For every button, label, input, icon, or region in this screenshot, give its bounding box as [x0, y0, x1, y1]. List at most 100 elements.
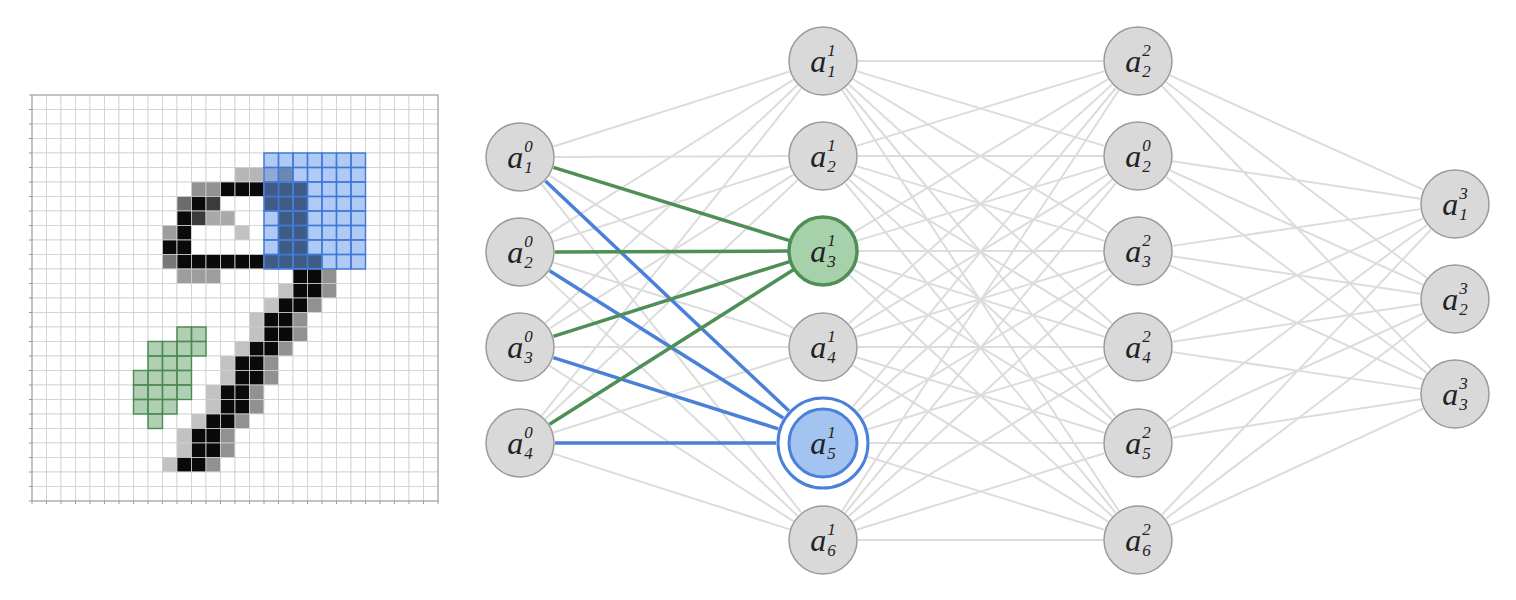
neuron-label: a11: [810, 42, 836, 80]
pixel: [308, 371, 323, 386]
pixel: [47, 371, 62, 386]
index-stack: 22: [1142, 42, 1151, 80]
weight-connection: [845, 183, 1116, 513]
pixel: [424, 313, 439, 328]
pixel: [148, 313, 163, 328]
connection-line: [870, 442, 1103, 444]
highlight-pixel: [279, 255, 294, 270]
pixel: [105, 313, 120, 328]
pixel: [177, 313, 192, 328]
tick: [29, 95, 32, 96]
pixel: [206, 458, 221, 473]
pixel: [293, 429, 308, 444]
tick: [29, 240, 32, 241]
pixel: [351, 356, 366, 371]
pixel: [134, 371, 149, 386]
pixel: [134, 197, 149, 212]
highlight-pixel: [279, 226, 294, 241]
pixel: [47, 327, 62, 342]
index-stack: 03: [524, 328, 533, 366]
pixel: [279, 124, 294, 139]
pixel: [308, 327, 323, 342]
weight-connection: [1162, 86, 1431, 368]
pixel: [221, 298, 236, 313]
pixel: [76, 487, 91, 502]
pixel: [47, 342, 62, 357]
variable-symbol: a: [1125, 524, 1141, 556]
pixel: [409, 487, 424, 502]
highlight-pixel: [264, 211, 279, 226]
pixel: [90, 95, 105, 110]
pixel: [351, 139, 366, 154]
pixel: [351, 327, 366, 342]
pixel: [76, 211, 91, 226]
highlight-pixel: [351, 197, 366, 212]
pixel: [322, 371, 337, 386]
index-stack: 12: [827, 137, 836, 175]
pixel: [293, 168, 308, 183]
pixel: [177, 443, 192, 458]
tick: [336, 501, 337, 504]
pixel: [235, 327, 250, 342]
unit-subscript: 2: [1142, 158, 1151, 175]
pixel: [47, 153, 62, 168]
pixel: [148, 400, 163, 415]
highlight-pixel: [148, 356, 163, 371]
variable-symbol: a: [1442, 378, 1458, 410]
pixel: [337, 182, 352, 197]
pixel: [279, 458, 294, 473]
highlight-pixel: [322, 255, 337, 270]
pixel: [264, 443, 279, 458]
pixel: [337, 168, 352, 183]
layer-superscript: 2: [1142, 424, 1151, 441]
pixel: [148, 240, 163, 255]
pixel: [337, 458, 352, 473]
pixel: [105, 284, 120, 299]
pixel: [47, 255, 62, 270]
pixel: [380, 458, 395, 473]
pixel: [47, 124, 62, 139]
neuron-circle: [789, 506, 857, 574]
pixel: [380, 255, 395, 270]
unit-subscript: 1: [827, 63, 836, 80]
pixel: [308, 342, 323, 357]
pixel: [90, 168, 105, 183]
pixel: [163, 385, 178, 400]
highlight-pixel: [308, 240, 323, 255]
highlight-pixel: [264, 255, 279, 270]
pixel: [337, 298, 352, 313]
pixel: [105, 269, 120, 284]
index-stack: 16: [827, 521, 836, 559]
tick: [351, 501, 352, 504]
weight-connection: [842, 90, 1119, 511]
highlight-pixel: [264, 197, 279, 212]
pixel: [90, 139, 105, 154]
pixel: [293, 255, 308, 270]
pixel: [61, 327, 76, 342]
pixel: [351, 458, 366, 473]
pixel: [76, 356, 91, 371]
pixel: [134, 487, 149, 502]
pixel: [293, 342, 308, 357]
pixel: [221, 313, 236, 328]
pixel: [322, 356, 337, 371]
tick: [29, 153, 32, 154]
pixel: [337, 472, 352, 487]
pixel: [221, 153, 236, 168]
pixel: [395, 371, 410, 386]
neuron-circle: [1104, 506, 1172, 574]
pixel: [279, 487, 294, 502]
unit-subscript: 2: [1459, 301, 1468, 318]
pixel: [192, 313, 207, 328]
pixel: [163, 269, 178, 284]
pixel: [61, 414, 76, 429]
pixel: [366, 240, 381, 255]
pixel: [177, 255, 192, 270]
pixel: [61, 400, 76, 415]
variable-symbol: a: [810, 524, 826, 556]
pixel: [134, 385, 149, 400]
highlight-pixel: [148, 342, 163, 357]
pixel: [409, 139, 424, 154]
neuron-node: a01: [483, 120, 557, 194]
index-stack: 25: [1142, 424, 1151, 462]
